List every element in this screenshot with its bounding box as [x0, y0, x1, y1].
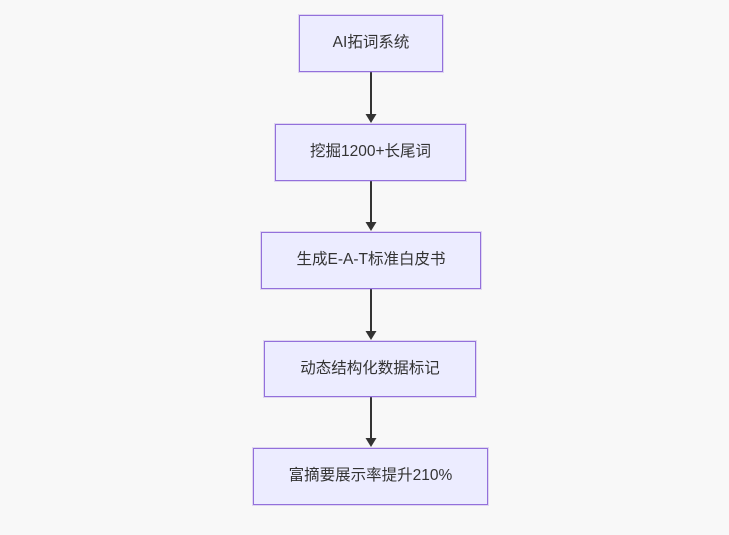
- arrow-step3-step4: [365, 289, 377, 340]
- flow-node-label: 动态结构化数据标记: [300, 359, 440, 377]
- flow-node-step-2: 挖掘1200+长尾词: [275, 124, 466, 181]
- flow-node-step-1: AI拓词系统: [299, 15, 443, 72]
- flow-node-step-5: 富摘要展示率提升210%: [253, 448, 488, 505]
- arrowhead-icon: [365, 331, 377, 340]
- arrow-step1-step2: [365, 72, 377, 123]
- flow-node-label: 富摘要展示率提升210%: [288, 467, 453, 485]
- flow-node-label: 生成E-A-T标准白皮书: [296, 251, 446, 269]
- flow-node-label: AI拓词系统: [332, 34, 410, 52]
- arrowhead-icon: [365, 222, 377, 231]
- arrowhead-icon: [365, 438, 377, 447]
- arrowhead-icon: [365, 114, 377, 123]
- flow-node-step-4: 动态结构化数据标记: [264, 341, 476, 397]
- flow-node-step-3: 生成E-A-T标准白皮书: [261, 232, 481, 289]
- arrow-step4-step5: [365, 397, 377, 447]
- arrow-step2-step3: [365, 181, 377, 231]
- flow-node-label: 挖掘1200+长尾词: [309, 143, 432, 161]
